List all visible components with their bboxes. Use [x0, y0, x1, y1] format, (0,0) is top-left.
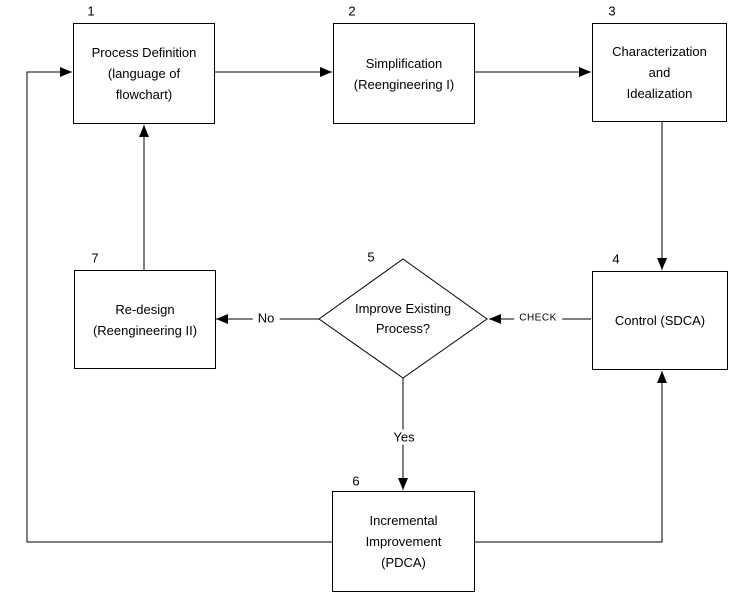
node-number-3: 3	[608, 3, 616, 19]
node-improve-existing-process: Improve Existing Process?	[354, 301, 452, 336]
node-control-sdca: Control (SDCA)	[592, 271, 728, 370]
node-number-1: 1	[87, 3, 95, 19]
node-number-4: 4	[612, 251, 620, 267]
node-simplification: Simplification (Reengineering I)	[333, 23, 475, 124]
node-number-5: 5	[367, 249, 375, 265]
edge-label-no: No	[252, 310, 280, 326]
node-incremental-improvement: Incremental Improvement (PDCA)	[332, 491, 475, 592]
node-characterization: Characterization and Idealization	[592, 23, 727, 122]
edge-6-1	[26, 67, 332, 543]
node-process-definition: Process Definition (language of flowchar…	[73, 23, 215, 124]
node-number-6: 6	[352, 473, 360, 489]
node-redesign: Re-design (Reengineering II)	[74, 270, 216, 369]
node-number-2: 2	[348, 3, 356, 19]
edge-label-yes: Yes	[388, 429, 420, 445]
edge-6-4	[474, 371, 667, 543]
edge-label-check: CHECK	[514, 312, 562, 324]
node-number-7: 7	[91, 250, 99, 266]
decision-diamond-shape	[318, 258, 488, 379]
